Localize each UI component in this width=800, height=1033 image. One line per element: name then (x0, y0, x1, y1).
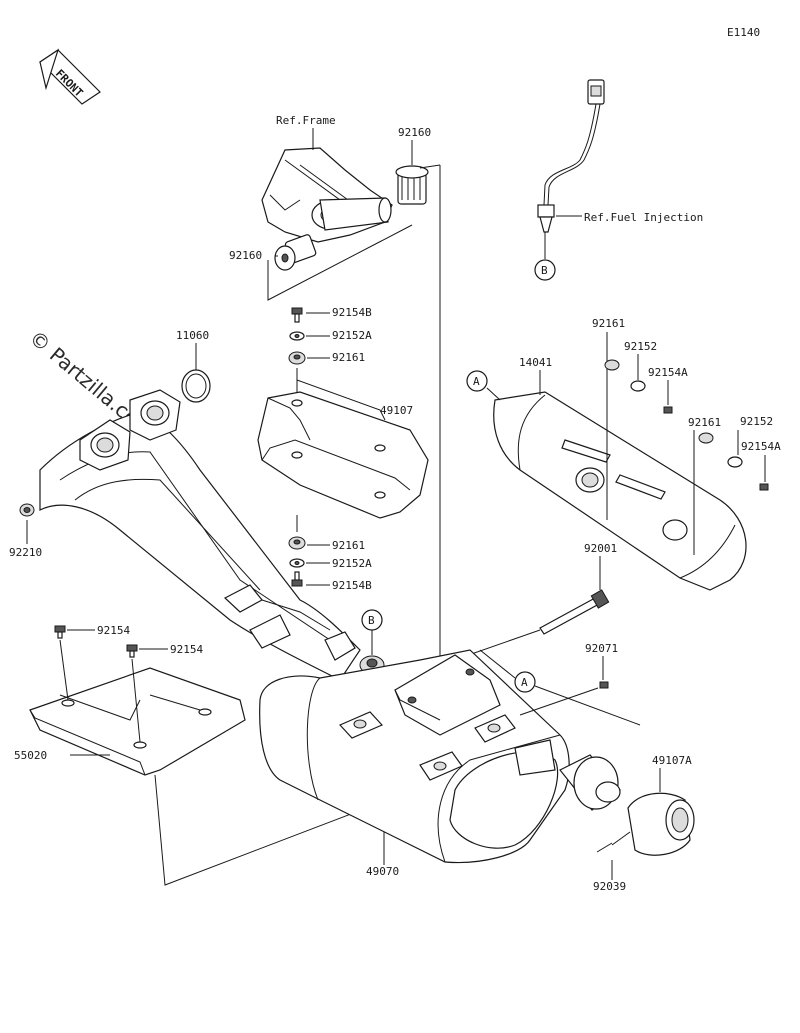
muffler-cover-14041 (493, 391, 747, 591)
p92154B-bottom-label: 92154B (332, 579, 372, 592)
p92001-label: 92001 (584, 542, 617, 555)
rubber-bushing-left (274, 234, 317, 271)
long-bolt-92001 (539, 589, 610, 635)
oxygen-sensor (537, 79, 605, 233)
p92154B-top-label: 92154B (332, 306, 372, 319)
ref-frame-label: Ref.Frame (276, 114, 336, 127)
p92161-top-label: 92161 (332, 351, 365, 364)
end-cap-49107A (627, 792, 695, 856)
gasket-11060-inner (185, 373, 207, 399)
callout-b-top (534, 259, 556, 281)
muffler-49070 (259, 649, 570, 864)
bushing-to-muffler-line-top (419, 164, 441, 169)
clip-92071 (599, 681, 609, 689)
p92161-r2-label: 92161 (688, 416, 721, 429)
p49107A-label: 49107A (652, 754, 692, 767)
callout-a-top-leader (486, 387, 501, 401)
p14041-label: 14041 (519, 356, 552, 369)
p49070-label: 49070 (366, 865, 399, 878)
nut-92210 (19, 503, 35, 517)
p92154-b-label: 92154 (170, 643, 203, 656)
washer-92152A-bottom (289, 558, 305, 568)
p92152-r1-label: 92152 (624, 340, 657, 353)
bolt-92154A-r2 (759, 483, 769, 491)
diagram-code: E1140 (727, 26, 760, 39)
exhaust-header-pipe (39, 389, 361, 681)
bolt-92154A-r1 (663, 406, 673, 414)
ref-fuel-injection-label: Ref.Fuel Injection (584, 211, 703, 224)
washer-92152A-top (289, 331, 305, 341)
p11060-label: 11060 (176, 329, 209, 342)
front-arrow: FRONT (39, 48, 101, 105)
p92161-bottom-label: 92161 (332, 539, 365, 552)
heat-guard-group-line (296, 379, 386, 421)
tail-pipe-outlet (559, 754, 621, 811)
collar-92161-top (288, 351, 306, 365)
p92071-label: 92071 (585, 642, 618, 655)
frame-bracket (261, 147, 393, 243)
collar-92161-r2 (698, 432, 714, 444)
collar-92161-r1 (604, 359, 620, 371)
p49107-label: 49107 (380, 404, 413, 417)
p55020-label: 55020 (14, 749, 47, 762)
sensor-boss-hole (366, 658, 378, 668)
collar-92161-bottom (288, 536, 306, 550)
callout-a-lower-letter: A (521, 676, 528, 689)
bolt-92154B-top (291, 307, 303, 323)
under-cover-group-line (154, 774, 441, 886)
washer-92152-r1 (630, 380, 646, 392)
bolt-92154-b-line (131, 658, 141, 743)
callout-b-top-letter: B (541, 264, 548, 277)
bolt-92154-a-line (59, 639, 69, 701)
p92152A-bottom-label: 92152A (332, 557, 372, 570)
p92152A-top-label: 92152A (332, 329, 372, 342)
callout-b-lower-letter: B (368, 614, 375, 627)
heat-guard-49107 (257, 391, 429, 519)
bolt-92154-b (126, 644, 138, 658)
p92161-r1-label: 92161 (592, 317, 625, 330)
washer-92152-r2 (727, 456, 743, 468)
p92039-label: 92039 (593, 880, 626, 893)
p92154A-r2-label: 92154A (741, 440, 781, 453)
clip-92071-line (519, 687, 599, 716)
p92210-label: 92210 (9, 546, 42, 559)
p92160-left-label: 92160 (229, 249, 262, 262)
p92160-top-label: 92160 (398, 126, 431, 139)
rubber-bushing-top (395, 165, 429, 205)
callout-a-top-letter: A (473, 375, 480, 388)
callout-a-lower-line (479, 649, 641, 726)
p92154A-r1-label: 92154A (648, 366, 688, 379)
bolt-92154-a (54, 625, 66, 639)
callout-a-top (466, 370, 488, 392)
callout-a-lower (514, 671, 536, 693)
screw-92039-line (611, 831, 631, 846)
p92152-r2-label: 92152 (740, 415, 773, 428)
bolt-92154B-bottom (291, 571, 303, 587)
frame-group-line (267, 224, 413, 301)
p92154-a-label: 92154 (97, 624, 130, 637)
under-cover-55020 (29, 667, 246, 776)
screw-92039 (596, 842, 613, 853)
